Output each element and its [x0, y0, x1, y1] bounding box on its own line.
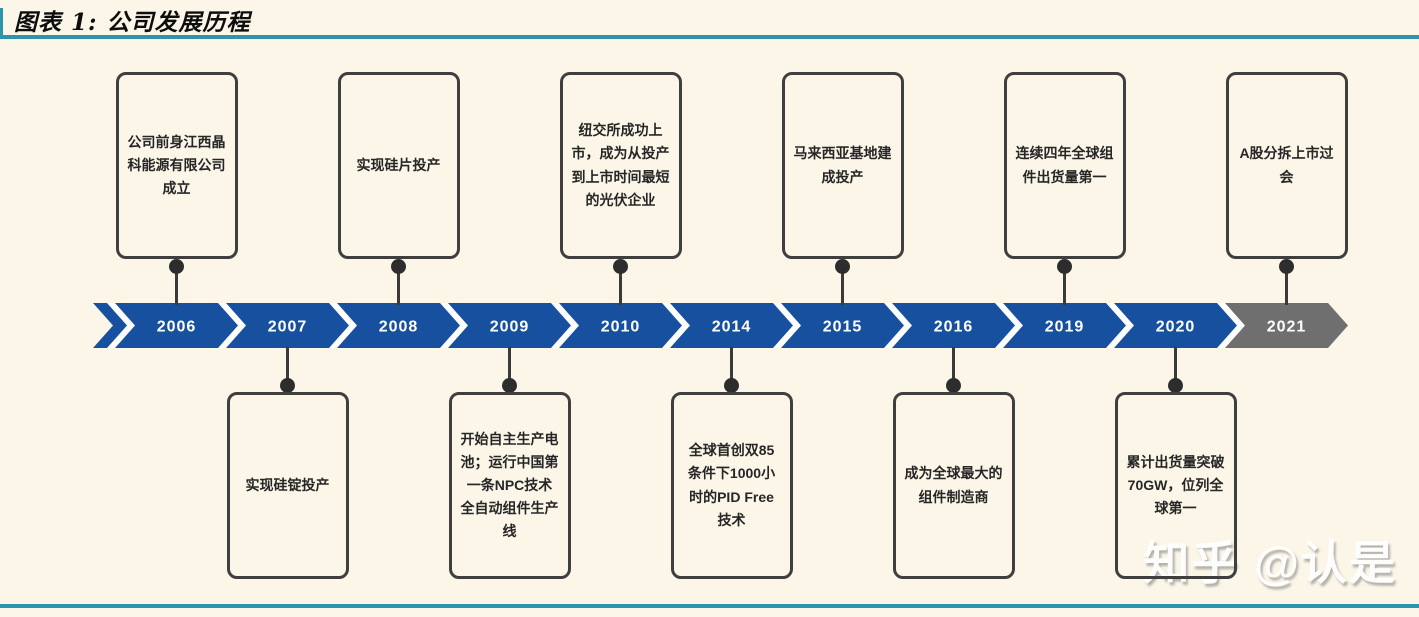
milestone-text: A股分拆上市过会: [1239, 145, 1334, 185]
timeline-year-label: 2010: [601, 319, 641, 336]
bottom-divider: [0, 604, 1419, 608]
connector-dot: [946, 378, 961, 393]
timeline-segment-2014: [670, 303, 793, 348]
milestone-text: 马来西亚基地建成投产: [793, 145, 892, 185]
milestone-text: 公司前身江西晶科能源有限公司成立: [127, 133, 226, 197]
connector-dot: [502, 378, 517, 393]
timeline-year-label: 2021: [1267, 319, 1307, 336]
milestone-box-2019: 连续四年全球组件出货量第一: [1003, 72, 1126, 259]
connector-dot: [613, 259, 628, 274]
figure-title: 图表 1: 公司发展历程: [14, 9, 251, 36]
milestone-box-2008: 实现硅片投产: [337, 72, 460, 259]
timeline-year-label: 2020: [1156, 319, 1196, 336]
milestone-text: 累计出货量突破70GW，位列全球第一: [1126, 453, 1225, 517]
timeline-segment-2021: [1225, 303, 1348, 348]
timeline-year-label: 2015: [823, 319, 863, 336]
milestone-box-2015: 马来西亚基地建成投产: [781, 72, 904, 259]
milestone-box-2010: 纽交所成功上市，成为从投产到上市时间最短的光伏企业: [559, 72, 682, 259]
timeline-year-label: 2008: [379, 319, 419, 336]
connector-dot: [1279, 259, 1294, 274]
connector-dot: [391, 259, 406, 274]
timeline-start-chevron: [93, 303, 127, 348]
connector-dot: [1168, 378, 1183, 393]
milestone-box-2006: 公司前身江西晶科能源有限公司成立: [115, 72, 238, 259]
milestone-box-2021: A股分拆上市过会: [1225, 72, 1348, 259]
milestone-box-2014: 全球首创双85条件下1000小时的PID Free技术: [670, 392, 793, 579]
top-divider: [0, 35, 1419, 39]
timeline-year-label: 2009: [490, 319, 530, 336]
timeline-segment-2008: [337, 303, 460, 348]
milestone-text: 纽交所成功上市，成为从投产到上市时间最短的光伏企业: [571, 122, 670, 208]
watermark: 知乎 @认是: [1143, 537, 1397, 589]
timeline-year-label: 2006: [157, 319, 197, 336]
connector-dot: [280, 378, 295, 393]
timeline-year-label: 2007: [268, 319, 308, 336]
connector-dot: [1057, 259, 1072, 274]
timeline-year-label: 2019: [1045, 319, 1085, 336]
milestone-box-2016: 成为全球最大的组件制造商: [892, 392, 1015, 579]
milestone-text: 开始自主生产电池；运行中国第一条NPC技术全自动组件生产线: [460, 430, 559, 540]
milestone-box-2009: 开始自主生产电池；运行中国第一条NPC技术全自动组件生产线: [448, 392, 571, 579]
milestone-box-2020: 累计出货量突破70GW，位列全球第一: [1114, 392, 1237, 579]
timeline-segment-2015: [781, 303, 904, 348]
connector-dot: [724, 378, 739, 393]
left-edge-accent: [0, 8, 3, 37]
timeline-segment-2009: [448, 303, 571, 348]
timeline-segment-2010: [559, 303, 682, 348]
timeline-year-label: 2014: [712, 319, 752, 336]
timeline-year-label: 2016: [934, 319, 974, 336]
milestone-text: 成为全球最大的组件制造商: [904, 465, 1003, 505]
connector-dot: [169, 259, 184, 274]
timeline-segment-2016: [892, 303, 1015, 348]
timeline-segment-2007: [226, 303, 349, 348]
milestone-text: 连续四年全球组件出货量第一: [1015, 145, 1114, 185]
timeline-band-gap: [93, 303, 1348, 348]
milestone-box-2007: 实现硅锭投产: [226, 392, 349, 579]
timeline-segment-2006: [115, 303, 238, 348]
milestone-text: 全球首创双85条件下1000小时的PID Free技术: [687, 442, 776, 528]
timeline-segment-2020: [1114, 303, 1237, 348]
milestone-text: 实现硅锭投产: [245, 476, 330, 493]
connector-dot: [835, 259, 850, 274]
timeline-segment-2019: [1003, 303, 1126, 348]
milestone-text: 实现硅片投产: [356, 156, 441, 173]
